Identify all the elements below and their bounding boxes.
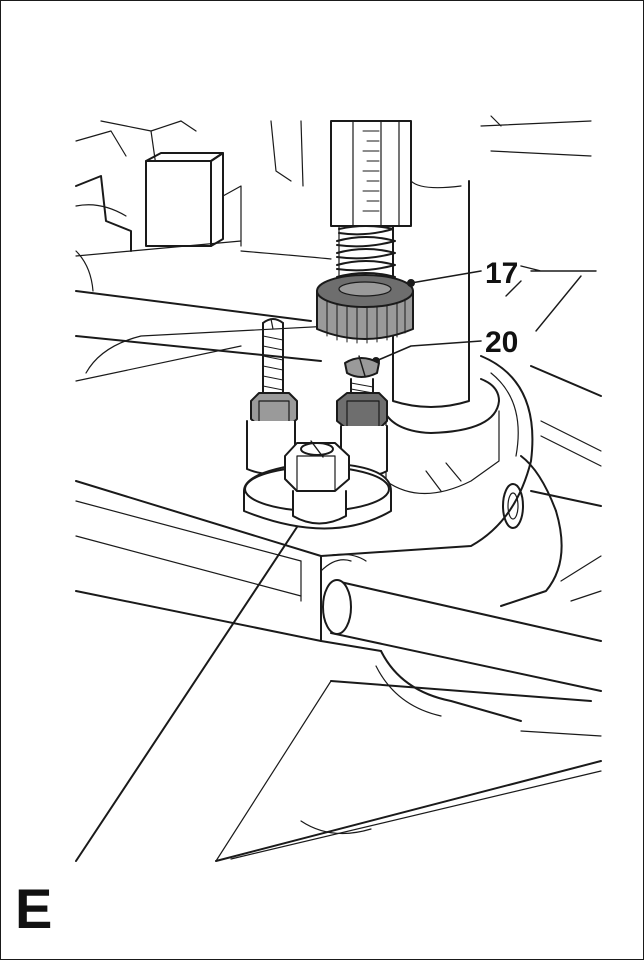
upper-body (75, 115, 592, 292)
callout-label-20: 20 (485, 326, 519, 359)
screw-20 (336, 355, 388, 478)
base-plate (75, 520, 602, 862)
turret-base (243, 440, 392, 530)
knurled-nut-17 (316, 274, 414, 344)
housing-right (320, 355, 602, 722)
callout-label-17: 17 (485, 257, 519, 290)
threaded-stud-left (246, 318, 298, 475)
guide-rod-front (320, 553, 602, 692)
depth-scale (330, 120, 412, 230)
frame-bar (75, 480, 382, 652)
guide-rod-back (75, 290, 332, 382)
central-column (380, 180, 500, 495)
figure-letter: E (15, 877, 53, 940)
